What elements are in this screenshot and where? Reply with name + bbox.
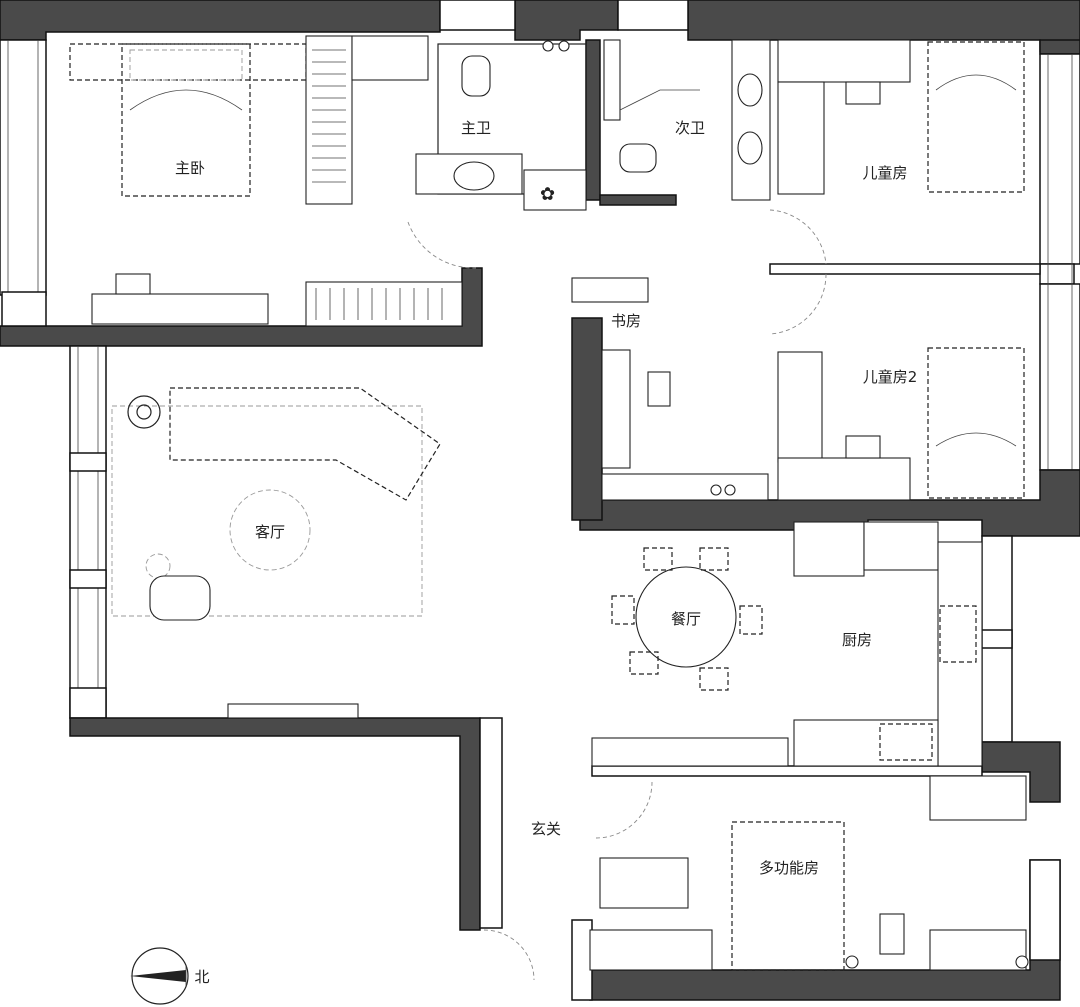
living-room-furniture [111,387,441,719]
label-dining-room: 餐厅 [671,610,701,628]
plant-icon: ✿ [540,184,555,205]
kids-room-furniture [769,39,1025,265]
master-bath-fixtures: ✿ [415,40,587,211]
label-study: 书房 [611,312,641,330]
second-bath-fixtures [603,39,771,201]
label-master-bath: 主卫 [461,119,491,137]
compass-north-label: 北 [194,968,209,986]
label-kids-room-2: 儿童房2 [863,368,918,386]
label-entrance: 玄关 [531,820,561,838]
label-kids-room: 儿童房 [862,164,907,182]
dining-furniture [611,547,763,691]
kitchen-fixtures [591,521,983,767]
kids-room-2-furniture [769,273,1025,501]
north-compass: 北 [130,947,210,1005]
study-furniture [571,277,769,501]
label-master-bedroom: 主卧 [175,159,205,177]
multi-room-furniture [483,775,1029,981]
label-living-room: 客厅 [255,523,285,541]
master-bedroom-furniture [69,35,477,327]
label-kitchen: 厨房 [842,631,872,649]
label-second-bath: 次卫 [675,119,705,137]
label-multi-room: 多功能房 [759,859,819,877]
room-labels: 主卧 主卫 次卫 儿童房 书房 儿童房2 客厅 餐厅 厨房 玄关 多功能房 [175,119,917,877]
